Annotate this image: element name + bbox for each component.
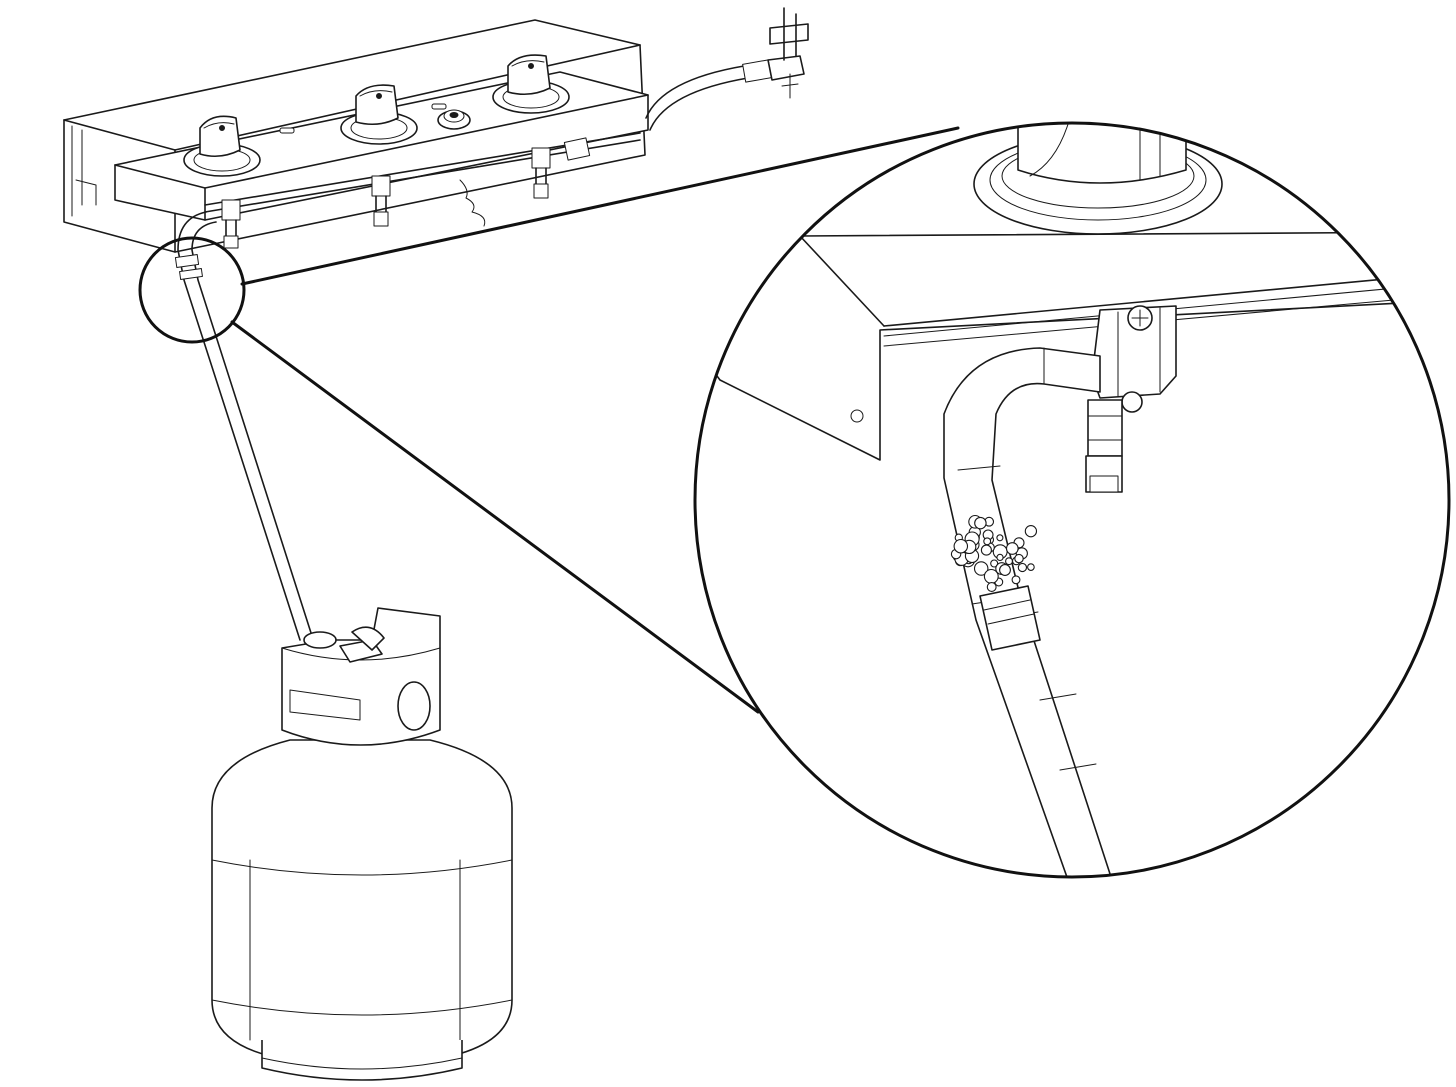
zoom-connector-lower (230, 320, 760, 714)
leak-bubble (1005, 542, 1019, 555)
control-knob-right (492, 54, 570, 114)
burner-valve (221, 199, 241, 249)
leak-bubble (980, 544, 992, 556)
leak-bubble (973, 561, 989, 576)
propane-tank (211, 607, 513, 1081)
zoomed-panel-screw-hole (850, 409, 864, 423)
zoom-connector-upper (240, 126, 960, 286)
control-knob-left (183, 115, 261, 177)
leak-bubble (1027, 563, 1035, 571)
zoom-detail-view (693, 121, 1451, 879)
leak-bubble (1024, 525, 1038, 538)
leak-bubble (983, 537, 992, 546)
collar-handle-hole (397, 681, 431, 731)
leak-bubble (996, 534, 1004, 542)
tank-foot-ring (261, 1040, 463, 1081)
leak-bubble (996, 553, 1004, 562)
leak-bubble (1005, 557, 1013, 566)
magnifier-source-circle (138, 236, 246, 344)
leak-bubble (1014, 553, 1024, 564)
gas-hose (174, 211, 313, 641)
burner-valve (531, 147, 551, 199)
igniter-assembly (742, 7, 809, 99)
tank-valve (303, 626, 385, 663)
zoomed-valve-bracket (1085, 305, 1177, 493)
leak-bubble (953, 538, 969, 554)
control-knob-center (340, 84, 418, 145)
zoom-circle-outline (693, 121, 1451, 879)
burner-valve (371, 175, 391, 227)
leak-bubble (990, 559, 999, 568)
leak-test-bubbles (950, 514, 1038, 592)
leak-bubble (986, 582, 997, 592)
leak-bubble (1017, 562, 1028, 573)
zoomed-knob-base (973, 123, 1223, 235)
zoomed-hose (943, 347, 1113, 877)
control-panel (63, 7, 809, 253)
ignition-wire (459, 179, 486, 227)
leak-bubble (974, 516, 987, 530)
panel-slot (279, 127, 295, 134)
igniter-gas-line (645, 65, 745, 119)
panel-slot (431, 103, 447, 110)
tank-body (211, 739, 513, 1061)
leak-bubble (999, 564, 1011, 576)
igniter-button (437, 109, 471, 130)
leak-bubble (1011, 575, 1021, 585)
